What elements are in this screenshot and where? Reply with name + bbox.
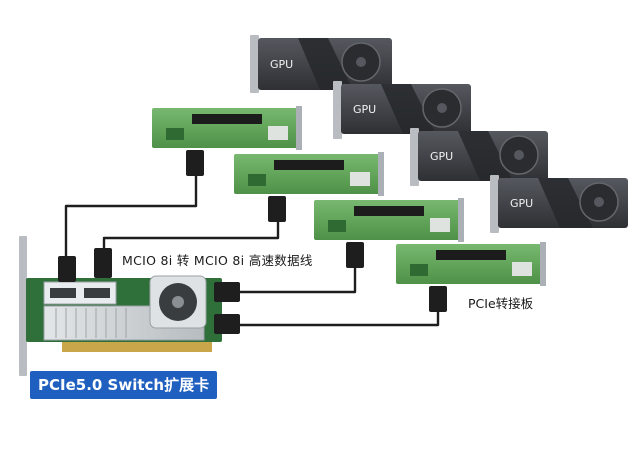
- gpu-card-4: GPU: [490, 175, 628, 233]
- top-port-1: [58, 256, 76, 282]
- riser-connector-3: [346, 242, 364, 268]
- cable-to-riser-3: [238, 262, 357, 294]
- cable-to-riser-4: [238, 300, 440, 327]
- cable-label: MCIO 8i 转 MCIO 8i 高速数据线: [122, 253, 313, 268]
- switch-card: [19, 236, 240, 376]
- gpu-label: GPU: [430, 150, 453, 163]
- riser-label: PCIe转接板: [468, 296, 534, 311]
- riser-connector-4: [429, 286, 447, 312]
- riser-connector-1: [186, 150, 204, 176]
- gpu-card-2: GPU: [333, 81, 471, 139]
- riser-board-4: [396, 242, 546, 286]
- gold-finger: [62, 342, 212, 352]
- top-port-2: [94, 248, 112, 278]
- gpu-label: GPU: [510, 197, 533, 210]
- front-ports: [43, 281, 117, 305]
- switch-card-title: PCIe5.0 Switch扩展卡: [30, 371, 218, 399]
- gpu-label: GPU: [270, 58, 293, 71]
- cable-to-riser-2: [102, 212, 280, 254]
- gpu-label: GPU: [353, 103, 376, 116]
- riser-board-1: [152, 106, 302, 150]
- cable-to-riser-1: [64, 176, 198, 262]
- riser-connector-2: [268, 196, 286, 222]
- riser-group: [152, 106, 546, 312]
- side-port-1: [214, 282, 240, 302]
- riser-board-2: [234, 152, 384, 196]
- gpu-group: GPU GPU GPU: [250, 35, 628, 233]
- gpu-card-3: GPU: [410, 128, 548, 186]
- riser-board-3: [314, 198, 464, 242]
- gpu-card-1: GPU: [250, 35, 392, 93]
- side-port-2: [214, 314, 240, 334]
- card-bracket: [19, 236, 27, 376]
